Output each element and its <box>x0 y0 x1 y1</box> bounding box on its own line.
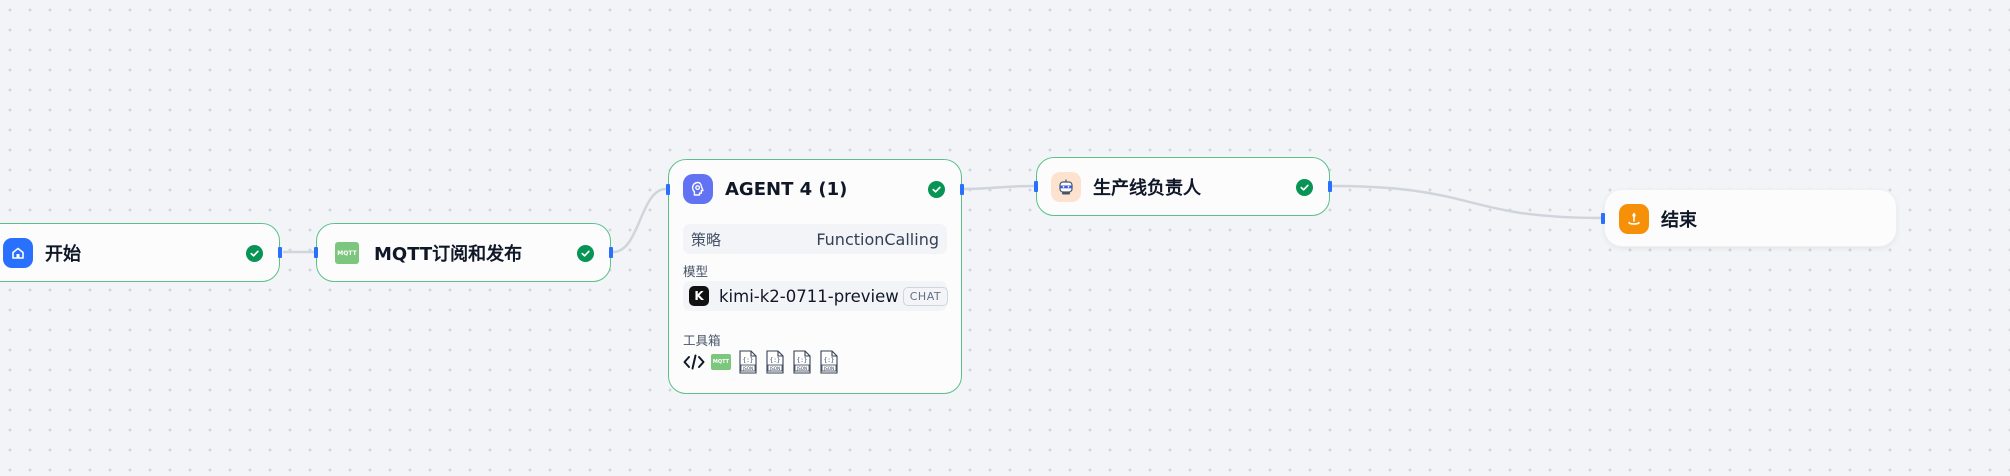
port-owner-in[interactable] <box>1034 181 1038 192</box>
port-mqtt-out[interactable] <box>609 247 613 258</box>
home-icon <box>3 238 33 268</box>
strategy-value: FunctionCalling <box>816 229 939 249</box>
model-label: 模型 <box>683 264 709 279</box>
port-start-out[interactable] <box>278 247 282 258</box>
model-type-badge: CHAT <box>902 286 949 306</box>
port-mqtt-in[interactable] <box>314 247 318 258</box>
edge-owner-end[interactable] <box>1331 184 1604 220</box>
edge-mqtt-agent[interactable] <box>612 187 667 254</box>
model-name: kimi-k2-0711-preview <box>719 286 899 306</box>
robot-icon <box>1051 172 1081 202</box>
mqtt-icon-label: MQTT <box>337 249 357 257</box>
json-label: JSON <box>742 366 753 371</box>
node-start[interactable]: 开始 <box>0 223 280 282</box>
strategy-row: 策略 FunctionCalling <box>683 224 947 254</box>
tools-row: MQTT {:} JSON {:} JSON <box>683 350 845 374</box>
svg-text:{:}: {:} <box>797 357 808 364</box>
node-start-title: 开始 <box>45 244 81 265</box>
node-end[interactable]: 结束 <box>1604 189 1897 247</box>
mqtt-icon[interactable]: MQTT <box>710 350 732 374</box>
success-check-icon <box>246 244 263 262</box>
node-owner[interactable]: 生产线负责人 <box>1036 157 1330 216</box>
json-label: JSON <box>769 366 780 371</box>
port-owner-out[interactable] <box>1328 181 1332 192</box>
code-icon[interactable] <box>683 350 705 374</box>
agent-icon <box>683 174 713 204</box>
kimi-logo-icon: K <box>689 286 709 306</box>
success-check-icon <box>1296 178 1313 196</box>
mqtt-tool-label: MQTT <box>712 359 730 365</box>
node-end-title: 结束 <box>1661 210 1697 231</box>
json-file-icon[interactable]: {:} JSON <box>791 350 813 374</box>
edge-agent-owner[interactable] <box>962 184 1036 191</box>
node-owner-title: 生产线负责人 <box>1093 178 1201 199</box>
node-agent[interactable]: AGENT 4 (1) 策略 FunctionCalling 模型 K kimi… <box>668 159 962 394</box>
end-icon <box>1619 204 1649 234</box>
node-mqtt-title: MQTT订阅和发布 <box>374 244 523 265</box>
strategy-label: 策略 <box>691 230 722 249</box>
port-agent-out[interactable] <box>960 184 964 195</box>
svg-text:{:}: {:} <box>824 357 835 364</box>
svg-text:{:}: {:} <box>743 357 754 364</box>
port-end-in[interactable] <box>1601 213 1605 224</box>
json-label: JSON <box>796 366 807 371</box>
success-check-icon <box>577 244 594 262</box>
json-file-icon[interactable]: {:} JSON <box>764 350 786 374</box>
tools-label: 工具箱 <box>683 333 721 348</box>
node-mqtt[interactable]: MQTT MQTT订阅和发布 <box>316 223 611 282</box>
svg-text:{:}: {:} <box>770 357 781 364</box>
model-row[interactable]: K kimi-k2-0711-preview CHAT <box>683 281 949 311</box>
mqtt-icon: MQTT <box>335 242 359 264</box>
json-file-icon[interactable]: {:} JSON <box>737 350 759 374</box>
port-agent-in[interactable] <box>666 184 670 195</box>
success-check-icon <box>928 180 945 198</box>
json-file-icon[interactable]: {:} JSON <box>818 350 840 374</box>
json-label: JSON <box>823 366 834 371</box>
node-agent-title: AGENT 4 (1) <box>725 178 848 200</box>
